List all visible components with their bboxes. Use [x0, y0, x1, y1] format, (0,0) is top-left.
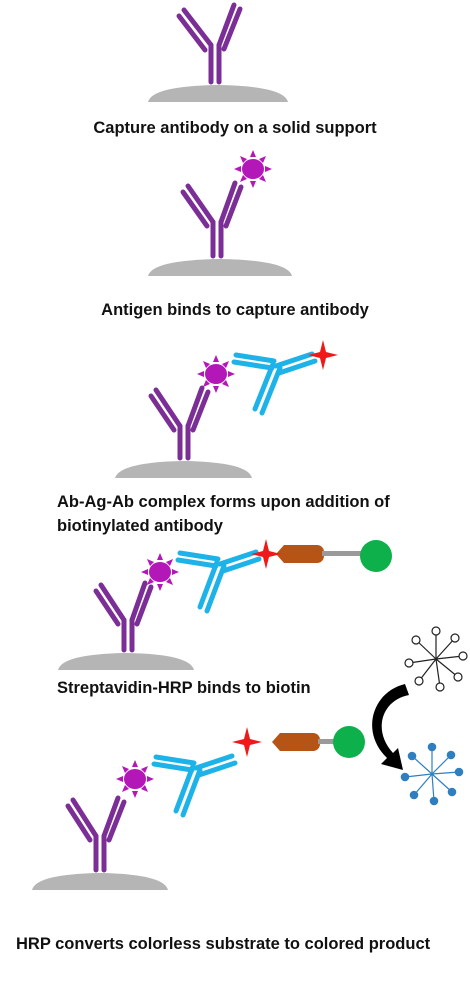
step-3-figure — [115, 340, 338, 478]
curved-arrow-icon — [372, 684, 409, 770]
biotin-star — [232, 727, 262, 757]
solid-support — [58, 653, 194, 670]
capture-antibody — [65, 795, 127, 873]
detection-antibody — [151, 753, 238, 818]
step-4-figure — [58, 539, 392, 670]
step-3-caption: Ab-Ag-Ab complex forms upon addition of … — [57, 493, 390, 535]
streptavidin-notch — [264, 733, 280, 751]
capture-antibody — [180, 180, 244, 259]
capture-antibody — [148, 385, 211, 461]
detection-antibody — [175, 549, 262, 614]
linker — [322, 551, 362, 556]
step-1-caption: Capture antibody on a solid support — [93, 119, 377, 137]
capture-antibody — [93, 580, 154, 653]
solid-support — [115, 461, 252, 478]
biotin-star — [251, 539, 281, 569]
step-2-caption: Antigen binds to capture antibody — [101, 301, 369, 319]
capture-antibody — [176, 2, 243, 85]
substrate-molecule — [404, 626, 468, 692]
step-1-figure — [148, 2, 288, 102]
hrp-enzyme — [360, 540, 392, 572]
solid-support — [32, 873, 168, 890]
biotin-star — [308, 340, 338, 370]
antigen — [116, 760, 154, 798]
step-4-caption: Streptavidin-HRP binds to biotin — [57, 679, 311, 697]
antigen — [141, 553, 179, 591]
streptavidin — [268, 545, 324, 563]
step-2-figure — [148, 150, 292, 276]
hrp-enzyme — [333, 726, 365, 758]
step-5-caption: HRP converts colorless substrate to colo… — [16, 935, 431, 953]
antigen — [234, 150, 272, 188]
antigen — [197, 355, 235, 393]
step-5-figure — [32, 626, 468, 890]
solid-support — [148, 85, 288, 102]
detection-antibody — [231, 351, 318, 416]
linker — [318, 739, 334, 744]
solid-support — [148, 259, 292, 276]
product-molecule — [400, 742, 464, 806]
streptavidin — [264, 733, 320, 751]
